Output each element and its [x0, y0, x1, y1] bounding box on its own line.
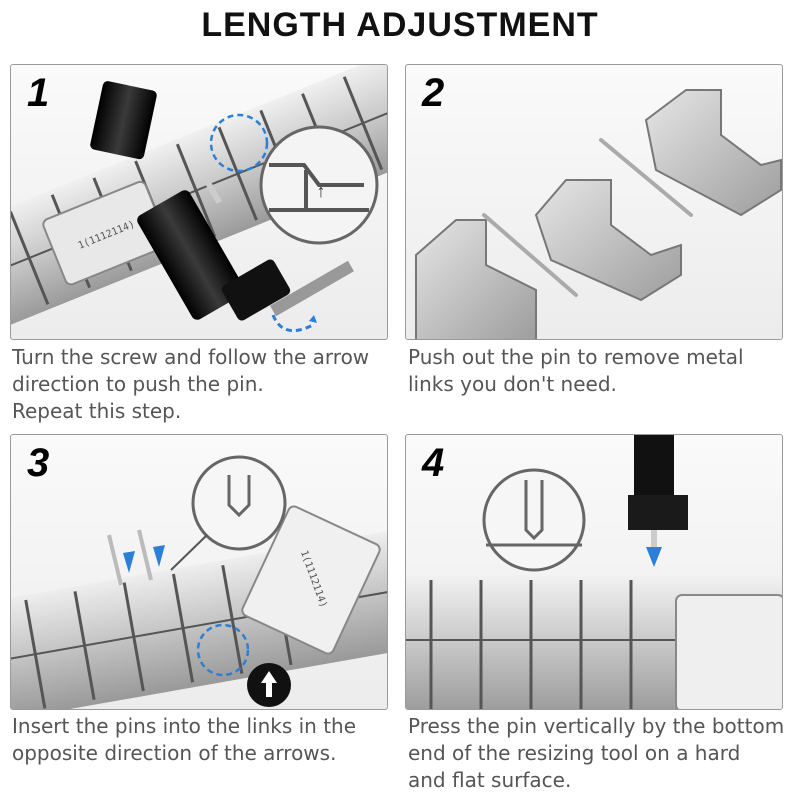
pin-2 [137, 529, 153, 581]
step-2-number: 2 [422, 71, 445, 115]
metal-link-1 [415, 219, 537, 339]
target-circle [209, 113, 269, 173]
step-1-illustration: 1(1112114) ↑ [11, 65, 387, 333]
step-4-panel: 4 [405, 434, 783, 710]
pin-2 [599, 138, 693, 217]
step-1-caption: Turn the screw and follow the arrow dire… [12, 345, 370, 423]
down-arrow-icon [123, 551, 135, 573]
magnifier-inset [191, 455, 287, 551]
down-arrow-icon [646, 547, 662, 567]
up-arrow-icon: ↑ [317, 181, 326, 201]
step-4-number: 4 [422, 441, 445, 485]
clasp: 1(1112114) [42, 180, 169, 286]
step-1-panel: 1 1(1112114) [10, 64, 388, 340]
step-4-caption: Press the pin vertically by the bottom e… [408, 714, 785, 792]
pin-tool [137, 176, 354, 321]
metal-link-3 [644, 89, 782, 217]
tool-top [90, 81, 157, 160]
page-title: LENGTH ADJUSTMENT [201, 6, 599, 44]
step-4-illustration [406, 435, 782, 709]
magnifier-inset: ↑ [259, 125, 379, 245]
step-2-panel: 2 [405, 64, 783, 340]
metal-link-2 [534, 179, 682, 302]
clasp: 1(1112114) [241, 505, 381, 655]
clasp [675, 594, 782, 709]
step-2-caption: Push out the pin to remove metal links y… [408, 345, 744, 396]
step-3-illustration: 1(1112114) [11, 455, 387, 709]
target-circle [196, 623, 250, 677]
step-3-caption: Insert the pins into the links in the op… [12, 714, 357, 765]
step-1-number: 1 [27, 71, 50, 115]
pin-1 [107, 534, 123, 586]
rotate-arrow-icon [271, 314, 314, 333]
step-3-number: 3 [27, 441, 50, 485]
pin-tool [628, 435, 688, 560]
step-2-illustration [415, 89, 782, 339]
pin-1 [482, 213, 578, 297]
magnifier-inset [482, 468, 586, 572]
step-3-panel: 3 1(1112114) [10, 434, 388, 710]
